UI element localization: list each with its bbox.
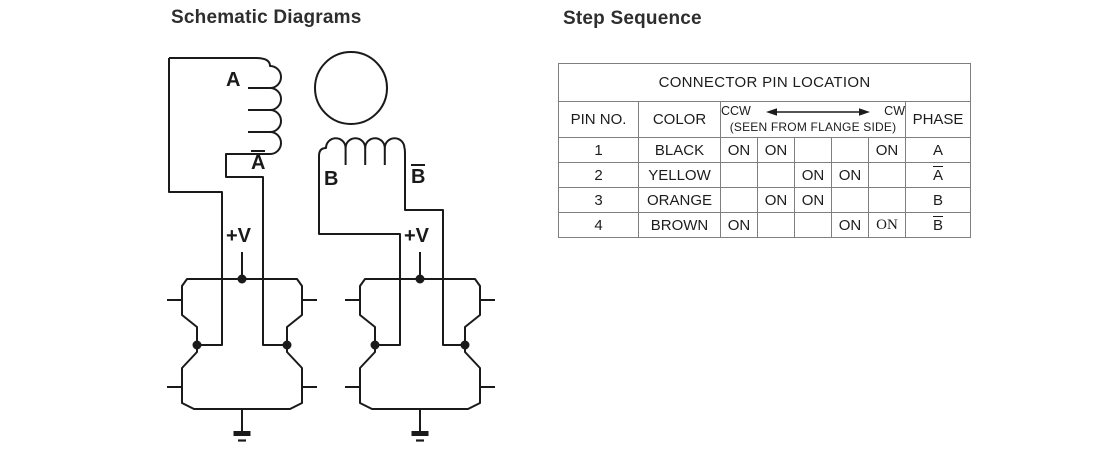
table-title-row: CONNECTOR PIN LOCATION [557,63,972,102]
phase-a: A [933,141,944,159]
step-cell [831,137,869,163]
winding-a-bar-text: A [251,150,266,174]
pin-no-cell: 1 [558,137,639,163]
h-bridge-driver-a [167,252,317,441]
phase-cell: B [904,187,972,213]
step-cell: ON [868,137,906,163]
step-cell: ON [868,212,906,238]
phase-b-bar: B [933,216,944,234]
schematic-diagram [0,51,555,456]
header-direction: CCW CW (SEEN FROM FLANGE SIDE) [720,101,906,138]
step-cell: ON [720,212,758,238]
step-cell [794,212,832,238]
vplus-label-a: +V [226,225,252,247]
winding-a-label: A [226,69,241,91]
vplus-label-b: +V [404,225,430,247]
header-pin-no: PIN NO. [558,101,639,138]
phase-cell: A [904,137,972,163]
connector-pin-table: CONNECTOR PIN LOCATION PIN NO. COLOR CCW… [557,63,972,238]
step-cell: ON [831,212,869,238]
phase-a-winding [169,57,287,346]
header-phase: PHASE [904,101,972,138]
winding-b-bar-label: B [411,164,426,188]
h-bridge-driver-b [345,252,495,441]
step-cell: ON [720,137,758,163]
step-cell [831,187,869,213]
table-row-pin1: 1 BLACK ON ON ON A [558,137,972,163]
step-cell [720,162,758,188]
step-cell: ON [794,187,832,213]
rotor-circle [314,51,388,125]
step-cell [794,137,832,163]
step-cell [720,187,758,213]
color-cell: BROWN [638,212,721,238]
step-cell [868,162,906,188]
schematic-diagrams-title: Schematic Diagrams [171,7,362,28]
step-cell [868,187,906,213]
flange-side-note: (SEEN FROM FLANGE SIDE) [729,119,897,134]
step-cell: ON [831,162,869,188]
step-cell: ON [794,162,832,188]
pin-no-cell: 2 [558,162,639,188]
color-cell: YELLOW [638,162,721,188]
pin-no-cell: 4 [558,212,639,238]
phase-cell: A [904,162,972,188]
phase-cell: B [904,212,972,238]
step-cell: ON [757,137,795,163]
step-sequence-table-wrap: CONNECTOR PIN LOCATION PIN NO. COLOR CCW… [557,63,972,238]
phase-a-bar: A [933,166,944,184]
color-cell: ORANGE [638,187,721,213]
table-row-pin2: 2 YELLOW ON ON A [558,162,972,188]
ccw-cw-arrow-icon [765,107,870,116]
table-row-pin4: 4 BROWN ON ON ON B [558,212,972,238]
ccw-label: CCW [721,103,751,118]
phase-a-left-wire [168,58,223,346]
winding-a-bar-label: A [251,150,266,174]
phase-b-winding [318,137,465,346]
direction-row: CCW CW [721,103,905,119]
phase-b: B [933,191,944,209]
cw-label: CW [884,103,905,118]
pin-no-cell: 3 [558,187,639,213]
step-sequence-title: Step Sequence [563,8,702,29]
table-row-pin3: 3 ORANGE ON ON B [558,187,972,213]
phase-a-coil-loops [248,87,270,133]
table-header-row: PIN NO. COLOR CCW CW (SEEN FROM FLANGE S… [558,101,972,138]
winding-b-label: B [324,168,339,190]
step-cell [757,162,795,188]
winding-b-bar-text: B [411,164,426,188]
color-cell: BLACK [638,137,721,163]
phase-b-coil-loops [344,148,386,165]
header-color: COLOR [638,101,721,138]
step-cell [757,212,795,238]
table-title: CONNECTOR PIN LOCATION [557,63,972,102]
step-cell: ON [757,187,795,213]
